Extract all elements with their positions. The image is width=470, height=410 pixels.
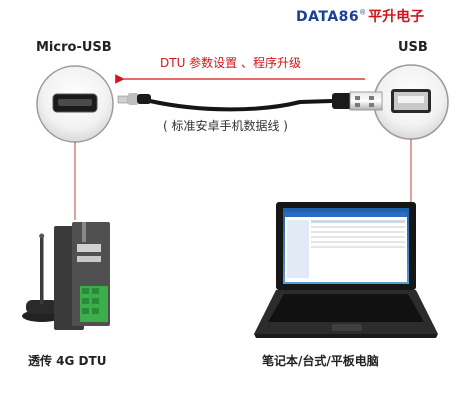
- brand-name: DATA86: [296, 9, 360, 25]
- usb-cable: [117, 91, 383, 112]
- dtu-device-illustration: [22, 222, 110, 330]
- function-label: DTU 参数设置 、程序升级: [160, 56, 301, 70]
- usb-port-circle: [373, 64, 449, 140]
- micro-usb-label: Micro-USB: [36, 40, 112, 55]
- laptop-illustration: [254, 202, 438, 338]
- micro-usb-port-circle: [36, 65, 114, 143]
- cable-label: ( 标准安卓手机数据线 ): [163, 119, 288, 133]
- brand-logo: DATA86®平升电子: [296, 6, 424, 26]
- registered-mark: ®: [359, 8, 367, 17]
- brand-chinese-name: 平升电子: [368, 9, 425, 25]
- computer-label: 笔记本/台式/平板电脑: [262, 354, 379, 368]
- dtu-label: 透传 4G DTU: [28, 354, 107, 368]
- usb-label: USB: [398, 40, 428, 55]
